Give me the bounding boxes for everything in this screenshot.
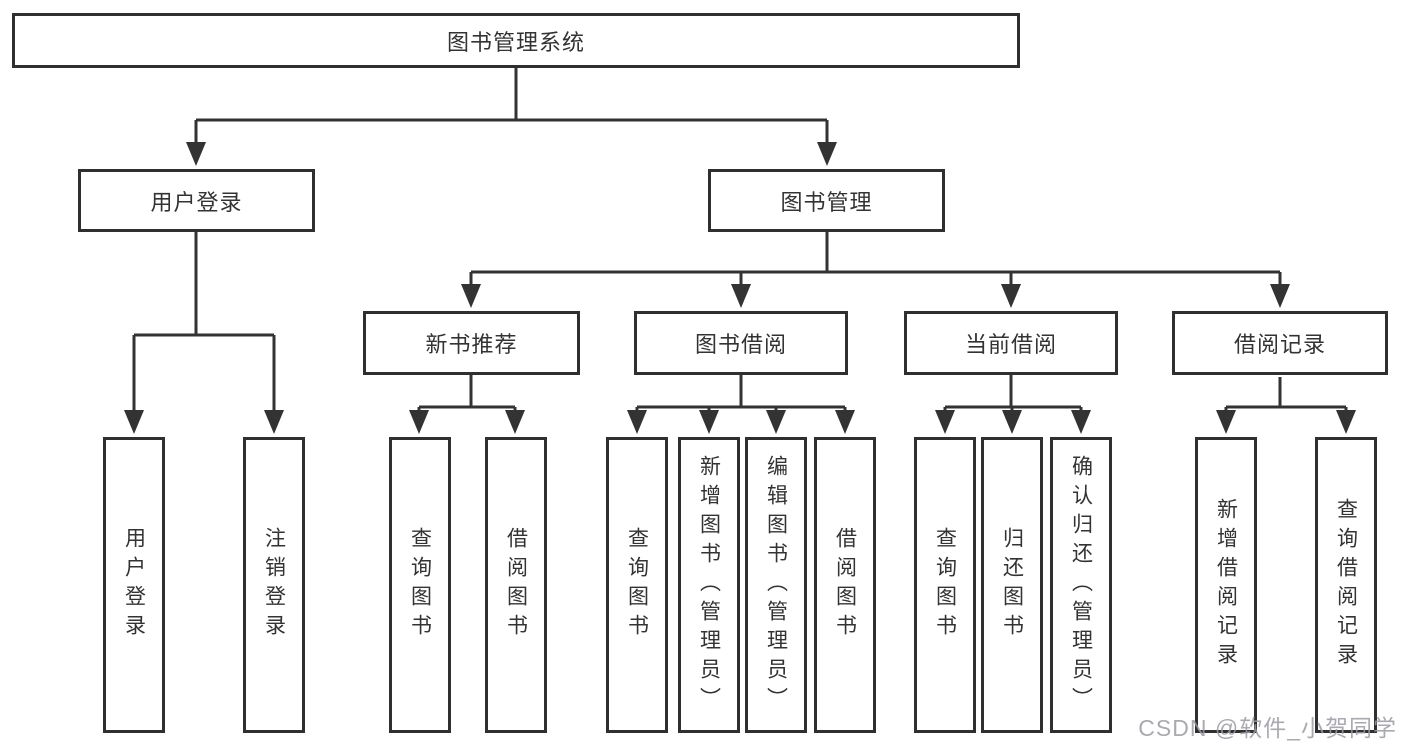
leaf-confirm-return-admin: 确认归还（管理员） [1050,437,1112,733]
node-label: 查询图书 [408,527,432,643]
node-label: 编辑图书（管理员） [764,454,788,716]
node-label: 借阅记录 [1233,332,1326,357]
leaf-borrow-books-recommend: 借阅图书 [485,437,547,733]
node-borrow-records: 借阅记录 [1172,311,1388,375]
node-label: 新增图书（管理员） [697,454,721,716]
leaf-query-books-current: 查询图书 [914,437,976,733]
connector-stems [132,68,1348,412]
node-book-borrow: 图书借阅 [634,311,848,375]
node-label: 新增借阅记录 [1214,498,1238,672]
leaf-user-login: 用户登录 [103,437,165,733]
arrowheads [124,142,1356,434]
node-label: 用户登录 [150,189,243,215]
node-label: 归还图书 [1000,527,1024,643]
csdn-watermark: CSDN @软件_小贺同学 [1138,715,1397,741]
node-label: 查询图书 [625,527,649,643]
node-label: 查询借阅记录 [1334,498,1358,672]
leaf-add-book-admin: 新增图书（管理员） [678,437,740,733]
leaf-query-books-borrow: 查询图书 [606,437,668,733]
node-label: 查询图书 [933,527,957,643]
node-label: 图书管理 [780,189,873,215]
node-label: 当前借阅 [964,332,1057,357]
leaf-return-book: 归还图书 [981,437,1043,733]
node-label: 图书借阅 [694,332,787,357]
node-user-login: 用户登录 [78,169,315,232]
node-book-management: 图书管理 [708,169,945,232]
leaf-add-borrow-record: 新增借阅记录 [1195,437,1257,733]
leaf-borrow-books: 借阅图书 [814,437,876,733]
leaf-logout: 注销登录 [243,437,305,733]
node-library-system: 图书管理系统 [12,13,1020,68]
leaf-edit-book-admin: 编辑图书（管理员） [745,437,807,733]
node-label: 确认归还（管理员） [1069,454,1093,716]
node-label: 图书管理系统 [446,29,585,55]
leaf-query-books-recommend: 查询图书 [389,437,451,733]
node-current-borrow: 当前借阅 [904,311,1118,375]
node-label: 注销登录 [262,527,286,643]
node-label: 借阅图书 [833,527,857,643]
leaf-query-borrow-record: 查询借阅记录 [1315,437,1377,733]
node-label: 借阅图书 [504,527,528,643]
node-label: 新书推荐 [425,332,518,357]
node-new-book-recommend: 新书推荐 [363,311,580,375]
node-label: 用户登录 [122,527,146,643]
